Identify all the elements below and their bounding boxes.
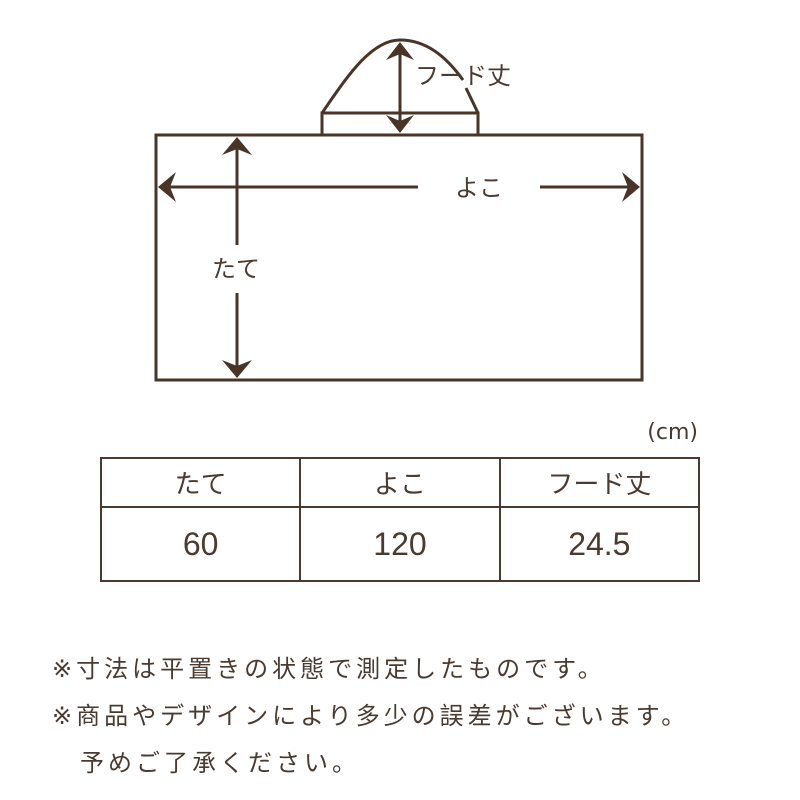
arrowhead-left-icon <box>158 172 176 202</box>
height-label: たて <box>212 255 260 283</box>
value-height: 60 <box>99 506 302 582</box>
arrowhead-down-icon <box>386 115 414 133</box>
header-hood-length: フード丈 <box>498 457 701 508</box>
arrowhead-down-icon <box>222 360 252 378</box>
notes: ※寸法は平置きの状態で測定したものです。 ※商品やデザインにより多少の誤差がござ… <box>52 646 689 787</box>
towel-outline-drawing <box>154 38 644 382</box>
table-header-row: たて よこ フード丈 <box>99 457 701 508</box>
hood-length-label: フード丈 <box>415 62 511 90</box>
unit-label: (cm) <box>647 420 698 445</box>
header-height: たて <box>99 457 302 508</box>
width-label: よこ <box>455 174 503 202</box>
note-variance: ※商品やデザインにより多少の誤差がございます。 <box>52 702 690 730</box>
towel-body-outline <box>154 133 644 382</box>
note-measurement: ※寸法は平置きの状態で測定したものです。 <box>52 655 606 683</box>
value-width: 120 <box>299 506 501 582</box>
arrowhead-up-icon <box>386 42 414 60</box>
arrowhead-up-icon <box>222 137 252 155</box>
size-table: たて よこ フード丈 60 120 24.5 <box>99 457 701 582</box>
value-hood-length: 24.5 <box>498 506 701 582</box>
arrowhead-right-icon <box>622 172 640 202</box>
header-width: よこ <box>299 457 501 508</box>
note-acknowledge: 予めご了承ください。 <box>80 749 360 777</box>
hooded-towel-diagram: フード丈 よこ たて <box>154 38 644 382</box>
table-row: 60 120 24.5 <box>99 506 701 582</box>
hood-curve-outline <box>320 38 465 114</box>
